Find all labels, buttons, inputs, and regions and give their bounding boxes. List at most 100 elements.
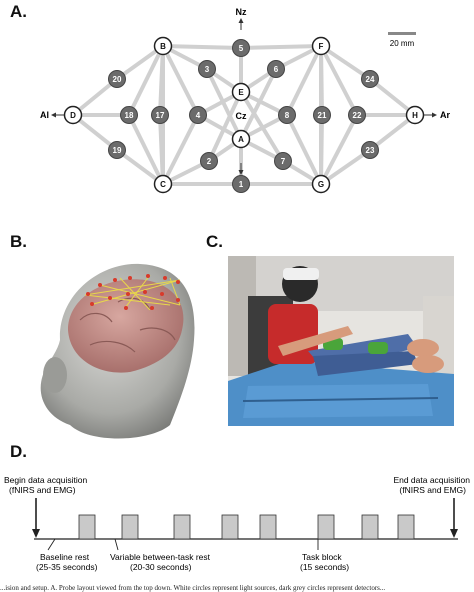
detector-5-label: 5 (239, 44, 244, 53)
detector-7-label: 7 (281, 157, 286, 166)
cz-label: Cz (236, 111, 247, 121)
ar-label: Ar (440, 110, 450, 120)
begin-acquisition-label-2: (fNIRS and EMG) (9, 485, 76, 495)
detector-8: 8 (278, 106, 296, 124)
iz-arrow (238, 163, 244, 175)
setup-photo (228, 256, 454, 426)
channel-line (368, 77, 417, 117)
head-model-image (40, 263, 195, 439)
detector-6: 6 (267, 60, 285, 78)
variable-rest-label-1: Variable between-task rest (110, 552, 211, 562)
baseline-rest-label-1: Baseline rest (40, 552, 90, 562)
detector-2-label: 2 (207, 157, 212, 166)
channel-line (319, 148, 372, 186)
channel-line (368, 113, 417, 152)
source-C: C (153, 174, 173, 194)
figure-caption: ...ision and setup. A. Probe layout view… (0, 584, 386, 592)
detector-17-label: 17 (156, 111, 165, 120)
detector-19-label: 19 (113, 146, 122, 155)
source-F: F (311, 36, 331, 56)
channel-line (319, 45, 359, 116)
variable-rest-leader (114, 538, 119, 551)
nz-arrow (238, 18, 244, 30)
panel-d-label: D. (10, 442, 27, 461)
source-A-label: A (238, 135, 244, 144)
channel-line (240, 44, 322, 50)
channel-line (161, 45, 200, 116)
detector-5: 5 (232, 39, 250, 57)
baseline-rest-label-2: (25-35 seconds) (36, 562, 98, 572)
channel-line (71, 77, 119, 117)
channel-line (207, 91, 243, 162)
detector-4-label: 4 (196, 111, 201, 120)
task-block (78, 514, 96, 540)
channel-line (319, 44, 372, 81)
channel-line (239, 68, 278, 140)
source-G: G (311, 174, 331, 194)
detector-24-label: 24 (366, 75, 375, 84)
channel-line (127, 114, 165, 185)
channel-line (127, 45, 165, 116)
al-arrow (51, 112, 64, 118)
begin-arrow (32, 498, 40, 538)
detector-22-label: 22 (353, 111, 362, 120)
baseline-rest-leader (47, 538, 56, 551)
task-block (317, 514, 335, 540)
detector-3-label: 3 (205, 65, 210, 74)
channel-line (161, 114, 200, 185)
task-timeline: Begin data acquisition (fNIRS and EMG) E… (4, 475, 470, 572)
detector-24: 24 (361, 70, 379, 88)
panel-b-label: B. (10, 232, 27, 251)
detector-4: 4 (189, 106, 207, 124)
detector-19: 19 (108, 141, 126, 159)
detector-8-label: 8 (285, 111, 290, 120)
end-acquisition-label-2: (fNIRS and EMG) (399, 485, 466, 495)
detector-7: 7 (274, 152, 292, 170)
detector-18: 18 (120, 106, 138, 124)
nz-label: Nz (236, 7, 247, 17)
detector-22: 22 (348, 106, 366, 124)
channel-lines (71, 44, 417, 186)
source-A: A (231, 129, 251, 149)
probe-layout-diagram: Nz Iz Al Ar Cz 20 mm 1234567817181920212… (40, 7, 450, 194)
source-D-label: D (70, 111, 76, 120)
detector-20-label: 20 (113, 75, 122, 84)
task-block-label-1: Task block (302, 552, 342, 562)
detector-21: 21 (313, 106, 331, 124)
source-E: E (231, 82, 251, 102)
task-block (361, 514, 379, 540)
channel-line (115, 148, 165, 186)
al-label: Al (40, 110, 49, 120)
channel-line (71, 113, 119, 152)
detector-1-label: 1 (239, 180, 244, 189)
source-B-label: B (160, 42, 166, 51)
task-block (221, 514, 239, 540)
begin-acquisition-label-1: Begin data acquisition (4, 475, 87, 485)
channel-line (115, 44, 165, 81)
channel-line (205, 68, 243, 140)
end-acquisition-label-1: End data acquisition (393, 475, 470, 485)
channel-line (162, 44, 242, 50)
panel-c-label: C. (206, 232, 223, 251)
scale-bar (388, 32, 416, 35)
task-block-label-2: (15 seconds) (300, 562, 349, 572)
detector-20: 20 (108, 70, 126, 88)
detector-3: 3 (198, 60, 216, 78)
source-H: H (405, 105, 425, 125)
scale-bar-label: 20 mm (390, 39, 415, 48)
source-C-label: C (160, 180, 166, 189)
detector-2: 2 (200, 152, 218, 170)
source-G-label: G (318, 180, 324, 189)
task-block (259, 514, 277, 540)
source-D: D (63, 105, 83, 125)
detector-23-label: 23 (366, 146, 375, 155)
task-block (121, 514, 139, 540)
source-B: B (153, 36, 173, 56)
end-arrow (450, 498, 458, 538)
detector-18-label: 18 (125, 111, 134, 120)
panel-a-label: A. (10, 2, 27, 21)
source-E-label: E (238, 88, 244, 97)
detector-21-label: 21 (318, 111, 327, 120)
detector-17: 17 (151, 106, 169, 124)
